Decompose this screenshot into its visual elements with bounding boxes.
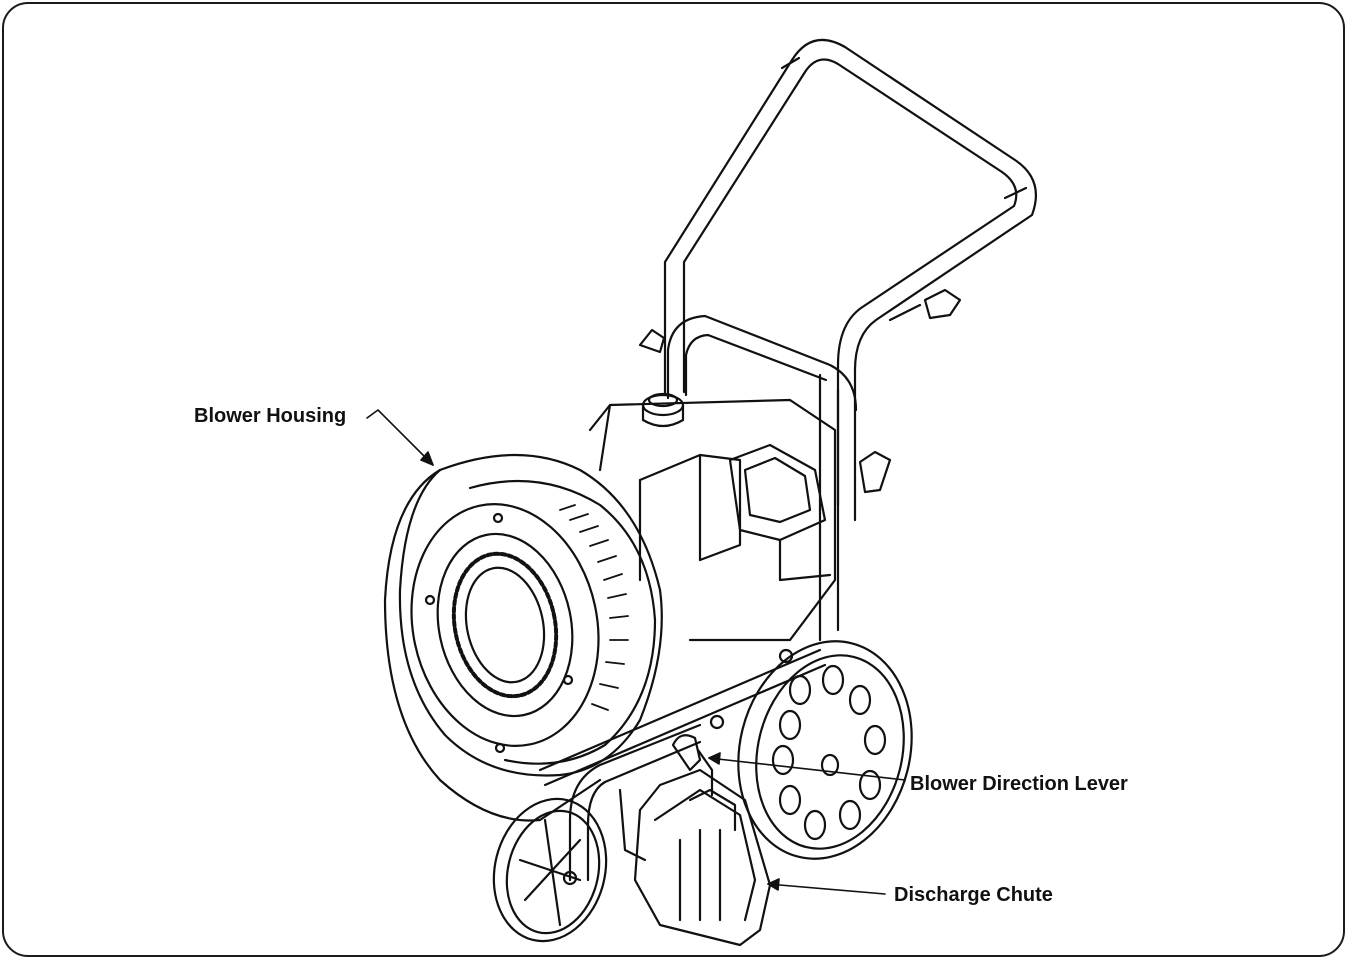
front-wheel (492, 797, 608, 943)
discharge-chute (618, 768, 772, 947)
fuel-cap-icon (641, 392, 685, 428)
direction-lever-icon (671, 734, 714, 797)
intake-cover (410, 503, 600, 754)
engine-block (588, 398, 837, 642)
handle-outer (663, 38, 1037, 522)
housing-fins (559, 504, 629, 711)
handle-knob-right-icon (858, 450, 892, 494)
label-blower-direction-lever: Blower Direction Lever (910, 773, 1128, 795)
air-filter-box (728, 443, 832, 582)
blower-housing-shape (383, 453, 663, 822)
handle-knob-left-icon (638, 328, 666, 354)
rear-wheel (737, 640, 913, 860)
leader-line-discharge-chute (767, 878, 886, 895)
leader-line-blower-housing (366, 409, 434, 466)
throttle-control-icon (888, 288, 962, 322)
label-blower-housing: Blower Housing (194, 405, 347, 427)
leader-line-direction-lever (708, 752, 906, 781)
label-discharge-chute: Discharge Chute (894, 884, 1053, 906)
